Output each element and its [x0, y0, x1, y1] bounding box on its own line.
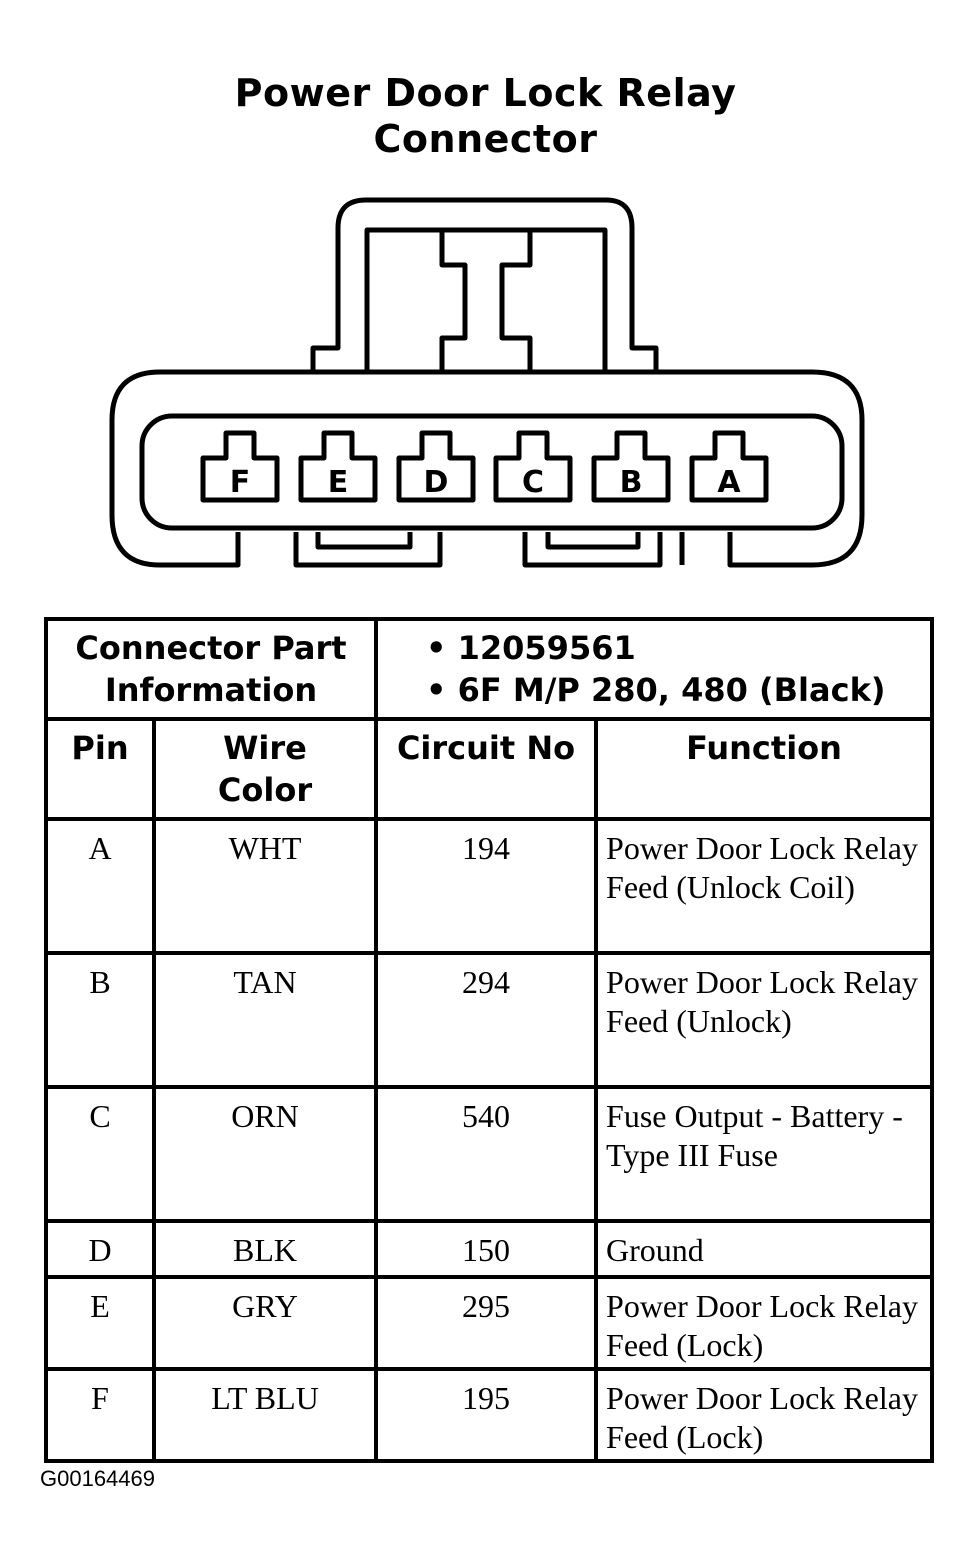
connector-info-row: Connector Part Information • 12059561 • … [43, 617, 935, 721]
column-header-wire-line-1: Wire [223, 729, 307, 767]
connector-housing-outer [109, 369, 865, 568]
wire-color-cell: WHT [151, 817, 379, 955]
circuit-number-cell: 150 [374, 1219, 599, 1279]
column-header-row: Pin Wire Color Circuit No Function [44, 717, 935, 821]
function-cell: Power Door Lock Relay Feed (Lock) [594, 1367, 935, 1463]
wire-color-cell: LT BLU [151, 1367, 379, 1463]
function-cell: Power Door Lock Relay Feed (Lock) [594, 1275, 935, 1371]
column-header-function: Function [594, 717, 935, 821]
pin-cell: A [44, 817, 156, 955]
wire-color-cell: BLK [151, 1219, 379, 1279]
pin-cell: D [44, 1219, 156, 1279]
pin-label-f: F [230, 465, 251, 500]
table-row: B TAN 294 Power Door Lock Relay Feed (Un… [44, 951, 935, 1089]
table-row: E GRY 295 Power Door Lock Relay Feed (Lo… [44, 1275, 935, 1371]
part-description: • 6F M/P 280, 480 (Black) [426, 671, 886, 709]
pin-cavity-f [200, 430, 280, 503]
diagram-title: Power Door Lock Relay Connector [0, 70, 971, 162]
circuit-number-cell: 295 [374, 1275, 599, 1371]
figure-id: G00164469 [40, 1466, 155, 1491]
pin-label-c: C [522, 465, 544, 500]
connector-cavity [139, 413, 845, 531]
function-cell: Power Door Lock Relay Feed (Unlock) [594, 951, 935, 1089]
connector-info-label: Connector Part Information [43, 617, 379, 721]
pin-label-a: A [717, 465, 741, 500]
function-cell: Power Door Lock Relay Feed (Unlock Coil) [594, 817, 935, 955]
pin-cavity-c [493, 430, 573, 503]
table-row: A WHT 194 Power Door Lock Relay Feed (Un… [44, 817, 935, 955]
wire-color-cell: GRY [151, 1275, 379, 1371]
connector-latch-inner [364, 227, 608, 372]
circuit-number-cell: 195 [374, 1367, 599, 1463]
connector-info-label-line-2: Information [104, 671, 318, 709]
function-cell: Ground [594, 1219, 935, 1279]
pin-cell: C [44, 1085, 156, 1223]
pin-cavity-a [689, 430, 769, 503]
circuit-number-cell: 540 [374, 1085, 599, 1223]
connector-latch-i-beam [439, 230, 533, 372]
pin-label-b: B [620, 465, 643, 500]
pinout-table: Connector Part Information • 12059561 • … [43, 617, 935, 1463]
pin-cavity-e [298, 430, 378, 503]
title-line-2: Connector [373, 117, 598, 161]
title-line-1: Power Door Lock Relay [234, 71, 737, 115]
pin-cavity-d [396, 430, 476, 503]
pin-label-d: D [424, 465, 449, 500]
pin-cell: E [44, 1275, 156, 1371]
pin-cell: F [44, 1367, 156, 1463]
connector-info-label-line-1: Connector Part [75, 629, 347, 667]
table-row: C ORN 540 Fuse Output - Battery - Type I… [44, 1085, 935, 1223]
circuit-number-cell: 194 [374, 817, 599, 955]
function-cell: Fuse Output - Battery - Type III Fuse [594, 1085, 935, 1223]
table-row: F LT BLU 195 Power Door Lock Relay Feed … [44, 1367, 935, 1463]
pin-label-e: E [328, 465, 349, 500]
connector-diagram: F E D C B A [109, 197, 865, 568]
wire-color-cell: ORN [151, 1085, 379, 1223]
circuit-number-cell: 294 [374, 951, 599, 1089]
column-header-wire-color: Wire Color [151, 717, 379, 821]
connector-latch-outer [310, 197, 659, 372]
column-header-wire-line-2: Color [217, 771, 313, 809]
wire-color-cell: TAN [151, 951, 379, 1089]
connector-key-right [522, 532, 663, 568]
table-row: D BLK 150 Ground [44, 1219, 935, 1279]
pin-cell: B [44, 951, 156, 1089]
connector-info-values: • 12059561 • 6F M/P 280, 480 (Black) [374, 617, 935, 721]
pin-cavity-b [591, 430, 671, 503]
column-header-circuit-no: Circuit No [374, 717, 599, 821]
connector-key-left [293, 532, 443, 568]
part-number: • 12059561 [426, 629, 636, 667]
column-header-pin: Pin [44, 717, 156, 821]
